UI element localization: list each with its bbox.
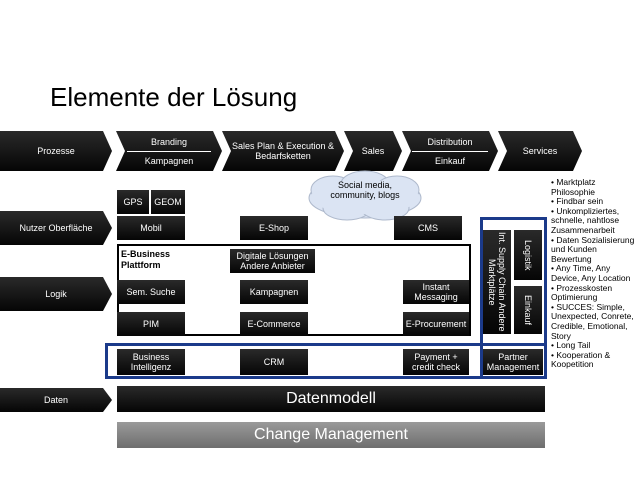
mobil-box: Mobil xyxy=(117,216,185,240)
supply-chain-box: Int. Supply Chain Andere Marktplätze xyxy=(483,230,511,334)
row-label-nutzer: Nutzer Oberfläche xyxy=(0,211,112,245)
cms-box: CMS xyxy=(394,216,462,240)
cloud-shape xyxy=(308,170,422,221)
bullet-item: • Marktplatz Philosophie xyxy=(551,177,596,197)
bullet-item: • Unkompliziertes, schnelle, nahtlose Zu… xyxy=(551,205,620,235)
process-sales-plan: Sales Plan & Execution & Bedarfsketten xyxy=(222,131,344,171)
einkauf-box: Einkauf xyxy=(514,286,542,334)
ecommerce-box: E-Commerce xyxy=(240,312,308,336)
eprocurement-box: E-Procurement xyxy=(403,312,469,336)
partner-management-box: Partner Management xyxy=(483,349,543,375)
logistik-box: Logistik xyxy=(514,230,542,280)
bullet-item: • SUCCES: Simple, Unexpected, Conrete, C… xyxy=(551,301,634,341)
datenmodell-bar: Datenmodell xyxy=(117,386,545,412)
bullet-item: • Kooperation & Koopetition xyxy=(551,349,611,370)
row-label-daten: Daten xyxy=(0,388,112,412)
change-management-bar: Change Management xyxy=(117,422,545,448)
row-label-logik: Logik xyxy=(0,277,112,311)
geom-box: GEOM xyxy=(151,190,185,214)
business-intelligenz-box: Business Intelligenz xyxy=(117,349,185,375)
process-services: Services xyxy=(498,131,582,171)
digitale-loesungen-box: Digitale Lösungen Andere Anbieter xyxy=(230,249,315,273)
kampagnen-box: Kampagnen xyxy=(240,280,308,304)
row-label-prozesse: Prozesse xyxy=(0,131,112,171)
bullet-item: • Findbar sein xyxy=(551,196,604,207)
bullet-item: • Any Time, Any Device, Any Location xyxy=(551,263,631,283)
crm-box: CRM xyxy=(240,349,308,375)
eshop-box: E-Shop xyxy=(240,216,308,240)
cloud-label: Social media, community, blogs xyxy=(330,180,400,200)
blue-group-bottom xyxy=(105,343,547,379)
page-title: Elemente der Lösung xyxy=(50,82,298,112)
bullet-list: • Marktplatz Philosophie • Findbar sein … xyxy=(551,177,639,370)
ebusiness-platform-label: E-Business Plattform xyxy=(121,249,171,270)
pim-box: PIM xyxy=(117,312,185,336)
bullet-item: • Long Tail xyxy=(551,340,591,351)
sem-suche-box: Sem. Suche xyxy=(117,280,185,304)
bullet-item: • Prozesskosten Optimierung xyxy=(551,282,613,303)
process-sales: Sales xyxy=(344,131,402,171)
gps-box: GPS xyxy=(117,190,149,214)
bullet-item: • Daten Sozialisierung und Kunden Bewert… xyxy=(551,234,635,264)
payment-box: Payment + credit check xyxy=(403,349,469,375)
instant-messaging-box: Instant Messaging xyxy=(403,280,469,304)
